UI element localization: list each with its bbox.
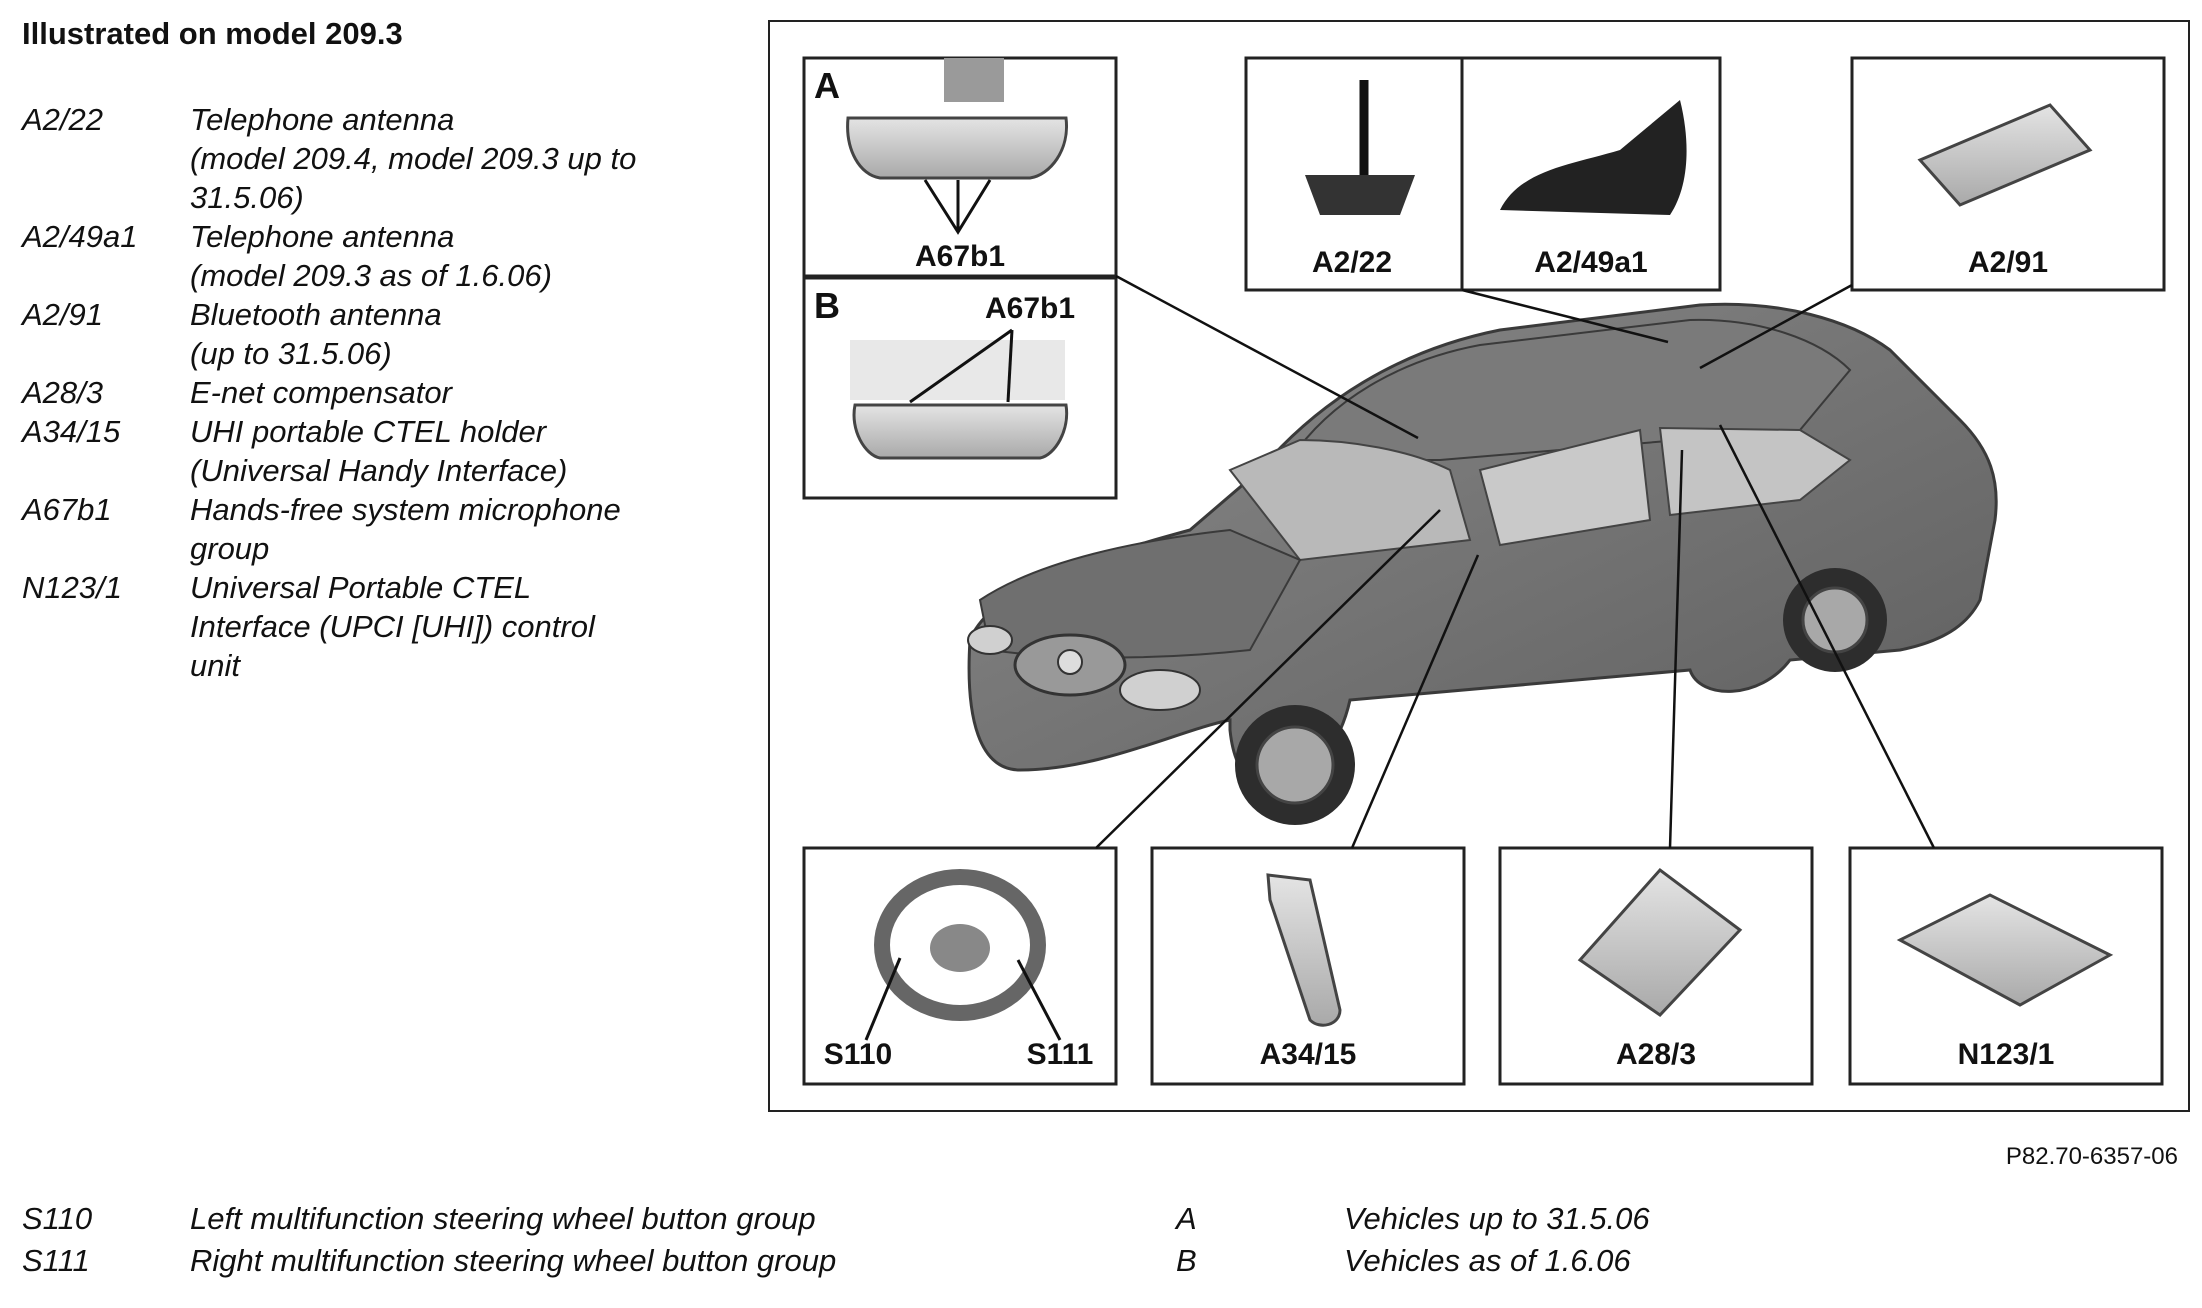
inset-b: B A67b1 <box>802 276 1118 500</box>
figure-reference: P82.70-6357-06 <box>2005 1143 2178 1170</box>
legend-line: UHI portable CTEL holder <box>190 414 547 449</box>
label-a2-91: A2/91 <box>1968 246 2048 279</box>
legend-item: A2/49a1 Telephone antenna (model 209.3 a… <box>22 217 682 295</box>
label-a28-3: A28/3 <box>1616 1038 1696 1071</box>
legend-description: Bluetooth antenna (up to 31.5.06) <box>190 295 682 373</box>
legend-line: Hands-free system microphone <box>190 492 621 527</box>
label-a67b1: A67b1 <box>985 292 1075 325</box>
inset-steering-wheel: S110 S111 <box>802 846 1118 1086</box>
label-s110: S110 <box>824 1038 892 1071</box>
legend-item: B Vehicles as of 1.6.06 <box>1176 1240 2176 1282</box>
label-s111: S111 <box>1027 1038 1094 1071</box>
legend-line: Bluetooth antenna <box>190 297 442 332</box>
inset-a28-3: A28/3 <box>1498 846 1814 1086</box>
legend-description: Universal Portable CTEL Interface (UPCI … <box>190 568 682 685</box>
legend-line: (up to 31.5.06) <box>190 336 392 371</box>
inset-a34-15: A34/15 <box>1150 846 1466 1086</box>
legend-code: S111 <box>22 1243 90 1278</box>
legend-line: E-net compensator <box>190 375 452 410</box>
legend-line: (Universal Handy Interface) <box>190 453 568 488</box>
legend-line: (model 209.4, model 209.3 up to <box>190 141 637 176</box>
antenna-base <box>1305 175 1415 215</box>
diagram-frame <box>768 20 2190 1112</box>
legend-code: S110 <box>22 1201 93 1236</box>
component-legend: A2/22 Telephone antenna (model 209.4, mo… <box>22 100 682 685</box>
mirror-mount <box>944 58 1004 102</box>
legend-line: Telephone antenna <box>190 102 455 137</box>
label-a67b1: A67b1 <box>915 240 1005 273</box>
legend-description: Telephone antenna (model 209.4, model 20… <box>190 100 682 217</box>
legend-code: A34/15 <box>22 414 121 449</box>
legend-item: A28/3 E-net compensator <box>22 373 682 412</box>
legend-code: N123/1 <box>22 570 122 605</box>
bottom-legend-right: A Vehicles up to 31.5.06 B Vehicles as o… <box>1176 1198 2176 1282</box>
legend-code: B <box>1176 1243 1197 1278</box>
legend-description: Vehicles up to 31.5.06 <box>1344 1201 1650 1236</box>
legend-line: unit <box>190 648 240 683</box>
legend-item: N123/1 Universal Portable CTEL Interface… <box>22 568 682 685</box>
legend-description: E-net compensator <box>190 373 682 412</box>
legend-code: A67b1 <box>22 492 112 527</box>
label-a34-15: A34/15 <box>1260 1038 1357 1071</box>
legend-description: UHI portable CTEL holder (Universal Hand… <box>190 412 682 490</box>
legend-code: A2/91 <box>22 297 104 332</box>
legend-item: S110 Left multifunction steering wheel b… <box>22 1198 1142 1240</box>
legend-item: A2/22 Telephone antenna (model 209.4, mo… <box>22 100 682 217</box>
legend-line: (model 209.3 as of 1.6.06) <box>190 258 552 293</box>
rear-view-mirror <box>852 403 1069 460</box>
inset-n123-1: N123/1 <box>1848 846 2164 1086</box>
legend-description: Left multifunction steering wheel button… <box>190 1201 816 1236</box>
legend-description: Hands-free system microphone group <box>190 490 682 568</box>
inset-a2-91: A2/91 <box>1850 56 2166 292</box>
legend-item: A34/15 UHI portable CTEL holder (Univers… <box>22 412 682 490</box>
leader-lines <box>1095 274 1936 849</box>
page-title: Illustrated on model 209.3 <box>22 16 403 51</box>
control-unit-module <box>1896 893 2114 1007</box>
legend-item: A Vehicles up to 31.5.06 <box>1176 1198 2176 1240</box>
phone-holder-icon <box>1266 873 1342 1027</box>
inset-a: A A67b1 <box>802 56 1118 278</box>
legend-line: 31.5.06) <box>190 180 304 215</box>
steering-wheel-icon <box>874 869 1046 1021</box>
rear-view-mirror <box>846 116 1069 180</box>
shark-fin-antenna-icon <box>1500 100 1687 215</box>
legend-code: A28/3 <box>22 375 104 410</box>
bottom-legend-left: S110 Left multifunction steering wheel b… <box>22 1198 1142 1282</box>
legend-line: Telephone antenna <box>190 219 455 254</box>
label-a2-22: A2/22 <box>1312 246 1392 279</box>
legend-code: A2/22 <box>22 102 104 137</box>
inset-a2-49a1: A2/49a1 <box>1460 56 1722 292</box>
label-n123-1: N123/1 <box>1958 1038 2055 1071</box>
legend-description: Telephone antenna (model 209.3 as of 1.6… <box>190 217 682 295</box>
legend-line: group <box>190 531 270 566</box>
e-net-compensator-module <box>1577 867 1743 1017</box>
legend-item: A2/91 Bluetooth antenna (up to 31.5.06) <box>22 295 682 373</box>
legend-item: S111 Right multifunction steering wheel … <box>22 1240 1142 1282</box>
inset-a2-22: A2/22 <box>1244 56 1464 292</box>
legend-item: A67b1 Hands-free system microphone group <box>22 490 682 568</box>
legend-line: Universal Portable CTEL <box>190 570 532 605</box>
legend-description: Right multifunction steering wheel butto… <box>190 1243 837 1278</box>
bluetooth-antenna-module <box>1917 103 2093 207</box>
label-a2-49a1: A2/49a1 <box>1534 246 1647 279</box>
legend-code: A2/49a1 <box>22 219 138 254</box>
inset-b-letter: B <box>814 285 840 326</box>
inset-a-letter: A <box>814 65 840 106</box>
car-illustration <box>967 302 1998 825</box>
legend-line: Interface (UPCI [UHI]) control <box>190 609 595 644</box>
legend-description: Vehicles as of 1.6.06 <box>1344 1243 1631 1278</box>
legend-code: A <box>1176 1201 1197 1236</box>
